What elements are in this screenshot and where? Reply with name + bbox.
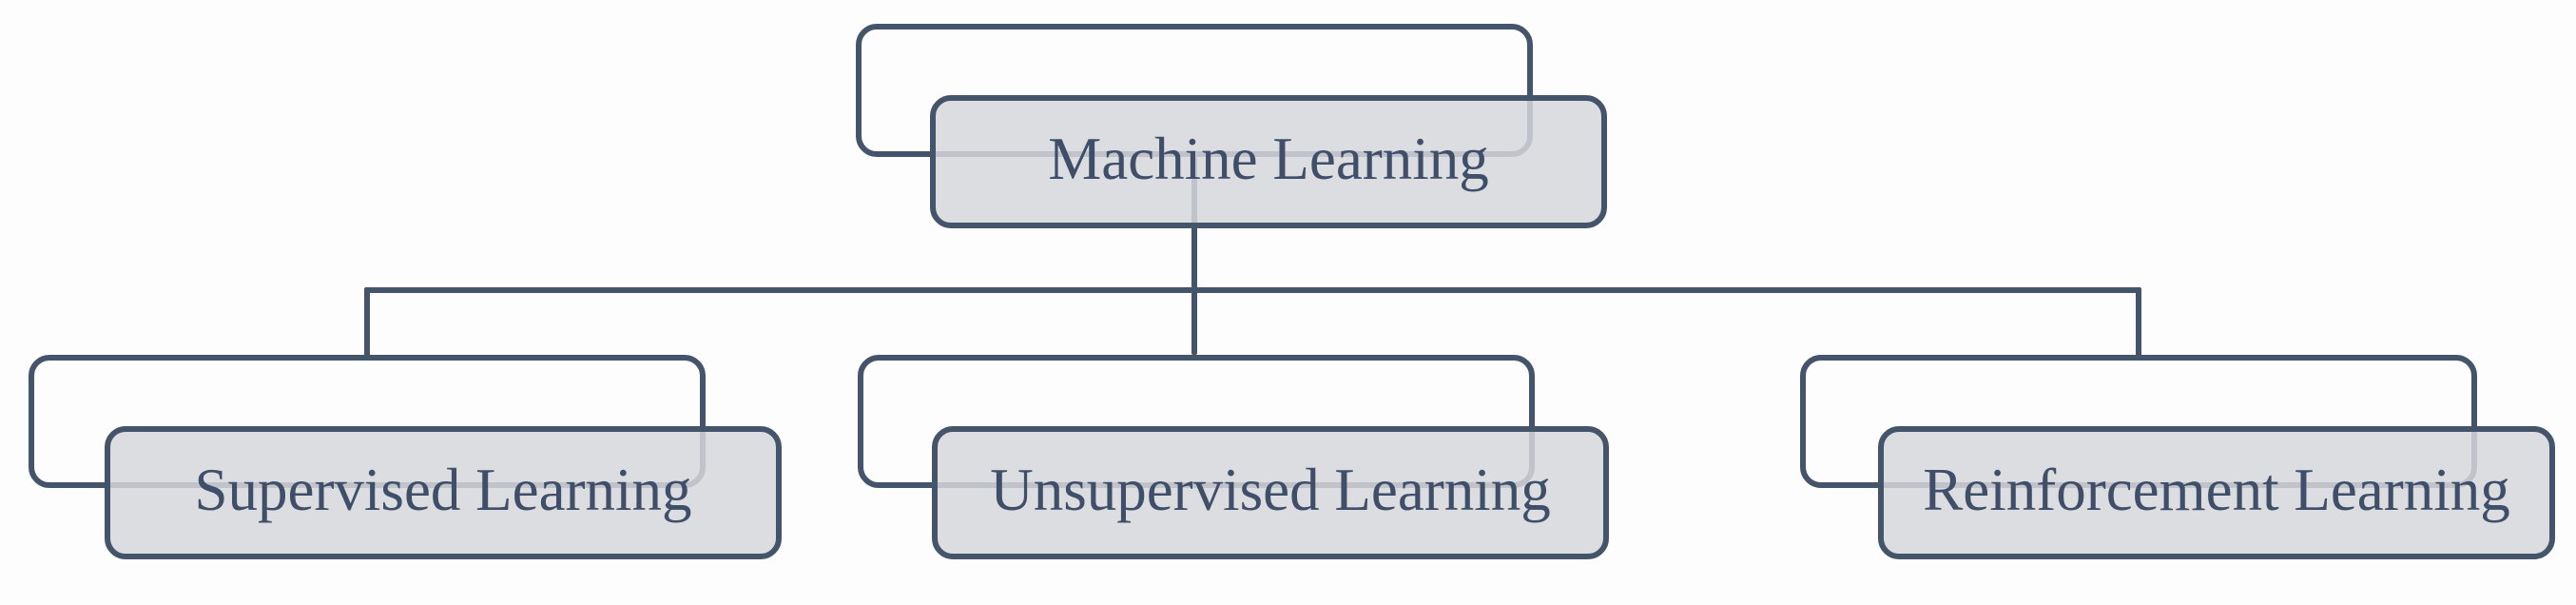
connector-horizontal-bus [364, 287, 2141, 293]
node-unsupervised-learning-label: Unsupervised Learning [990, 456, 1551, 523]
node-machine-learning-label: Machine Learning [1048, 125, 1489, 192]
connector-root-trunk [1191, 157, 1197, 355]
node-reinforcement-learning: Reinforcement Learning [1878, 426, 2555, 559]
node-unsupervised-learning: Unsupervised Learning [932, 426, 1609, 559]
node-supervised-learning: Supervised Learning [105, 426, 782, 559]
node-machine-learning: Machine Learning [930, 95, 1607, 228]
node-supervised-learning-label: Supervised Learning [194, 456, 692, 523]
connector-supervised-drop [364, 290, 370, 357]
node-reinforcement-learning-label: Reinforcement Learning [1923, 456, 2510, 523]
connector-reinforcement-drop [2136, 290, 2141, 357]
